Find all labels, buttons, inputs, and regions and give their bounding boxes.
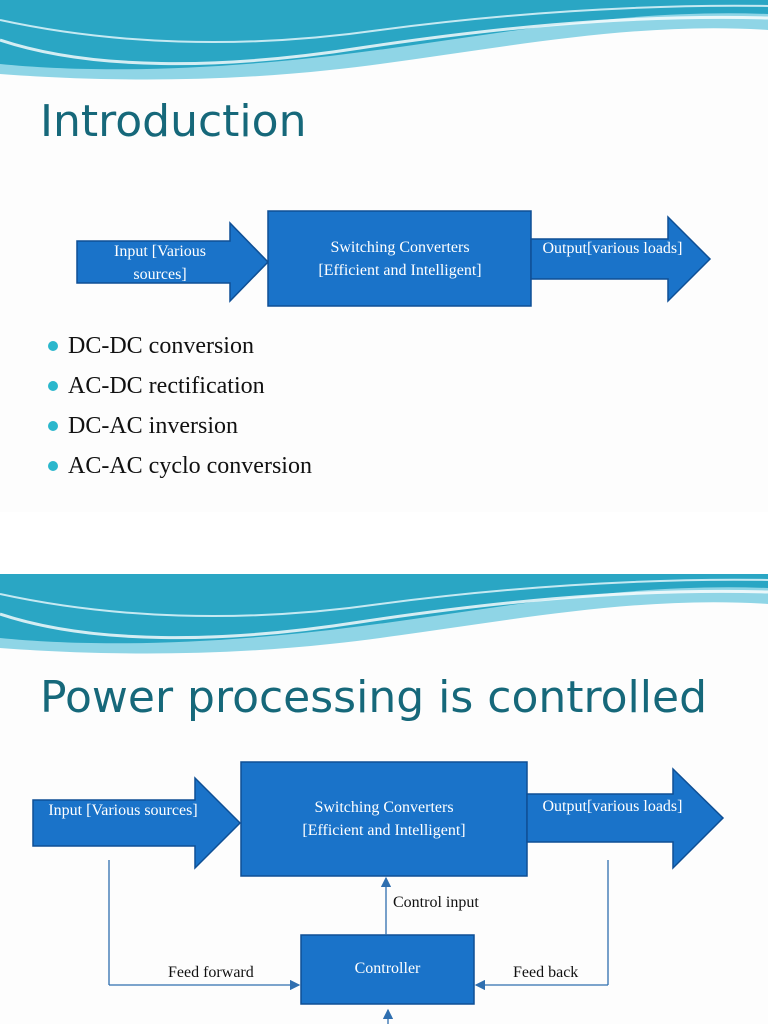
feed-back-label: Feed back (513, 964, 579, 981)
header-swoosh-decoration (0, 0, 768, 80)
bullet-item: AC-AC cyclo conversion (46, 446, 312, 486)
input-arrow (32, 776, 242, 870)
controller-box (300, 934, 475, 1005)
converter-label-line2: [Efficient and Intelligent] (318, 262, 482, 279)
bullet-icon (48, 341, 58, 351)
converter-label-line2: [Efficient and Intelligent] (302, 822, 466, 839)
output-label: Output[various loads] (542, 798, 683, 815)
controlled-converter-diagram (32, 761, 725, 1024)
converter-label: Switching Converters [Efficient and Inte… (243, 796, 525, 842)
converter-label-line1: Switching Converters (330, 239, 470, 256)
output-label: Output[various loads] (542, 240, 683, 257)
controller-label: Controller (354, 960, 421, 977)
slide-gap (0, 512, 768, 574)
input-label: Input [Various sources] (48, 802, 198, 819)
output-arrow (530, 215, 712, 303)
bullet-item: DC-AC inversion (46, 406, 312, 446)
bullet-icon (48, 381, 58, 391)
bullet-icon (48, 421, 58, 431)
feed-forward-label: Feed forward (168, 964, 254, 981)
switching-converter-box (240, 761, 528, 877)
control-input-label: Control input (393, 894, 479, 911)
input-label: Input [Various sources] (114, 243, 206, 283)
header-swoosh-decoration (0, 574, 768, 654)
output-arrow (526, 767, 725, 870)
converter-label: Switching Converters [Efficient and Inte… (270, 236, 530, 282)
converter-block-diagram (76, 210, 712, 307)
slide-power-processing: Power processing is controlled Input [Va… (0, 574, 768, 1024)
slide-title: Power processing is controlled (40, 672, 708, 723)
bullet-item: DC-DC conversion (46, 326, 312, 366)
converter-label-line1: Switching Converters (314, 799, 454, 816)
slide-title: Introduction (40, 96, 307, 147)
bullet-list: DC-DC conversion AC-DC rectification DC-… (46, 326, 312, 486)
input-arrow (76, 221, 270, 303)
slide-introduction: Introduction Input [Various sources] Swi… (0, 0, 768, 486)
bullet-icon (48, 461, 58, 471)
bullet-item: AC-DC rectification (46, 366, 312, 406)
